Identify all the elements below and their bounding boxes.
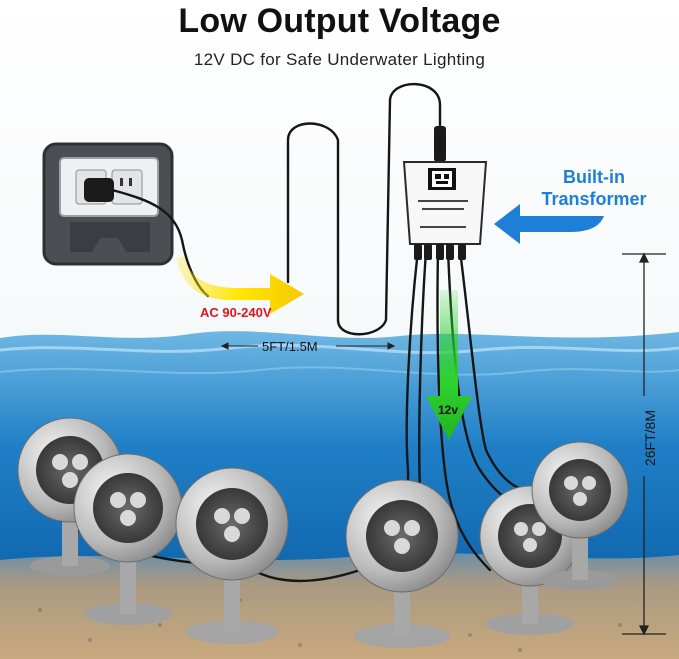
ac-flow-arrow-icon [176,256,304,314]
weatherproof-outlet-icon [42,142,174,266]
output-voltage-label: 12v [438,403,459,417]
total-length-dimension-line [622,252,666,636]
page-subtitle: 12V DC for Safe Underwater Lighting [193,50,486,69]
transformer-label: Built-in Transformer [541,167,647,209]
cable-length-dimension-line [220,342,396,350]
transformer-box-icon [402,126,488,260]
ac-input-label: AC 90-240V [200,305,272,320]
transformer-pointer-arrow-icon [494,204,604,244]
total-length-label: 26FT/8M [642,410,658,467]
page-title: Low Output Voltage [178,2,501,40]
spotlight-icon [17,417,629,648]
dc-flow-arrow-icon [426,290,472,440]
cable-length-label: 5FT/1.5M [262,339,318,354]
